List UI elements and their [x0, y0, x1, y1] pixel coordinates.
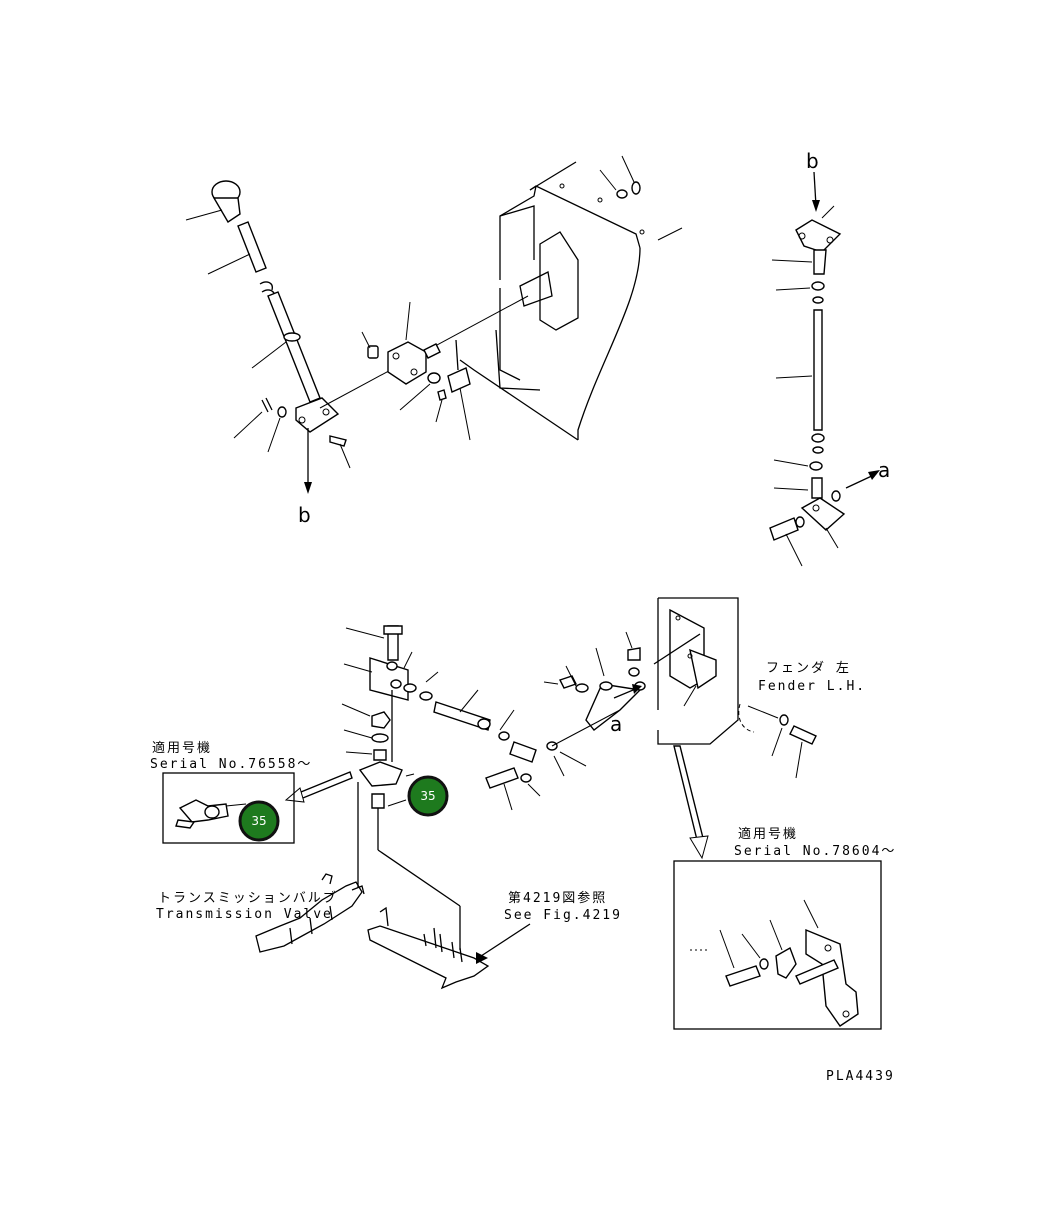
drawing-id: PLA4439 [826, 1069, 895, 1084]
label-b-top: b [806, 149, 819, 173]
label-trans-en: Transmission Valve [156, 907, 333, 922]
label-serial-right-jp: 適用号機 [738, 826, 798, 842]
cab-frame [455, 155, 683, 441]
label-a-mid: a [610, 712, 622, 736]
transmission-valve [255, 873, 365, 953]
label-serial-right-en: Serial No.78604～ [734, 844, 896, 859]
badge-35-upper-circle[interactable] [407, 775, 449, 817]
label-seefig-en: See Fig.4219 [504, 908, 622, 923]
badge-35-inset-text: 35 [251, 814, 266, 828]
label-fender-jp: フェンダ 左 [766, 661, 851, 676]
label-b-bottom: b [298, 503, 311, 527]
badge-35-upper[interactable]: 35 [407, 775, 449, 817]
label-a-right: a [878, 458, 890, 482]
inset-left [162, 772, 295, 844]
linkage-parts-top [361, 301, 471, 441]
label-serial-left-en: Serial No.76558～ [150, 757, 312, 772]
label-fender-en: Fender L.H. [758, 679, 866, 694]
label-trans-jp: トランスミッションバルブ [158, 890, 338, 906]
badge-35-inset[interactable]: 35 [238, 800, 280, 842]
inset-right [673, 860, 882, 1030]
label-seefig-jp: 第4219図参照 [508, 890, 607, 906]
rod-assembly [769, 171, 880, 567]
badge-35-inset-circle[interactable] [238, 800, 280, 842]
label-serial-left-jp: 適用号機 [152, 740, 212, 756]
fender-bracket [653, 597, 817, 860]
shift-lever-assembly [185, 180, 529, 494]
valve-body [367, 906, 531, 990]
badge-35-upper-text: 35 [420, 789, 435, 803]
lower-linkage-assembly [284, 625, 646, 950]
